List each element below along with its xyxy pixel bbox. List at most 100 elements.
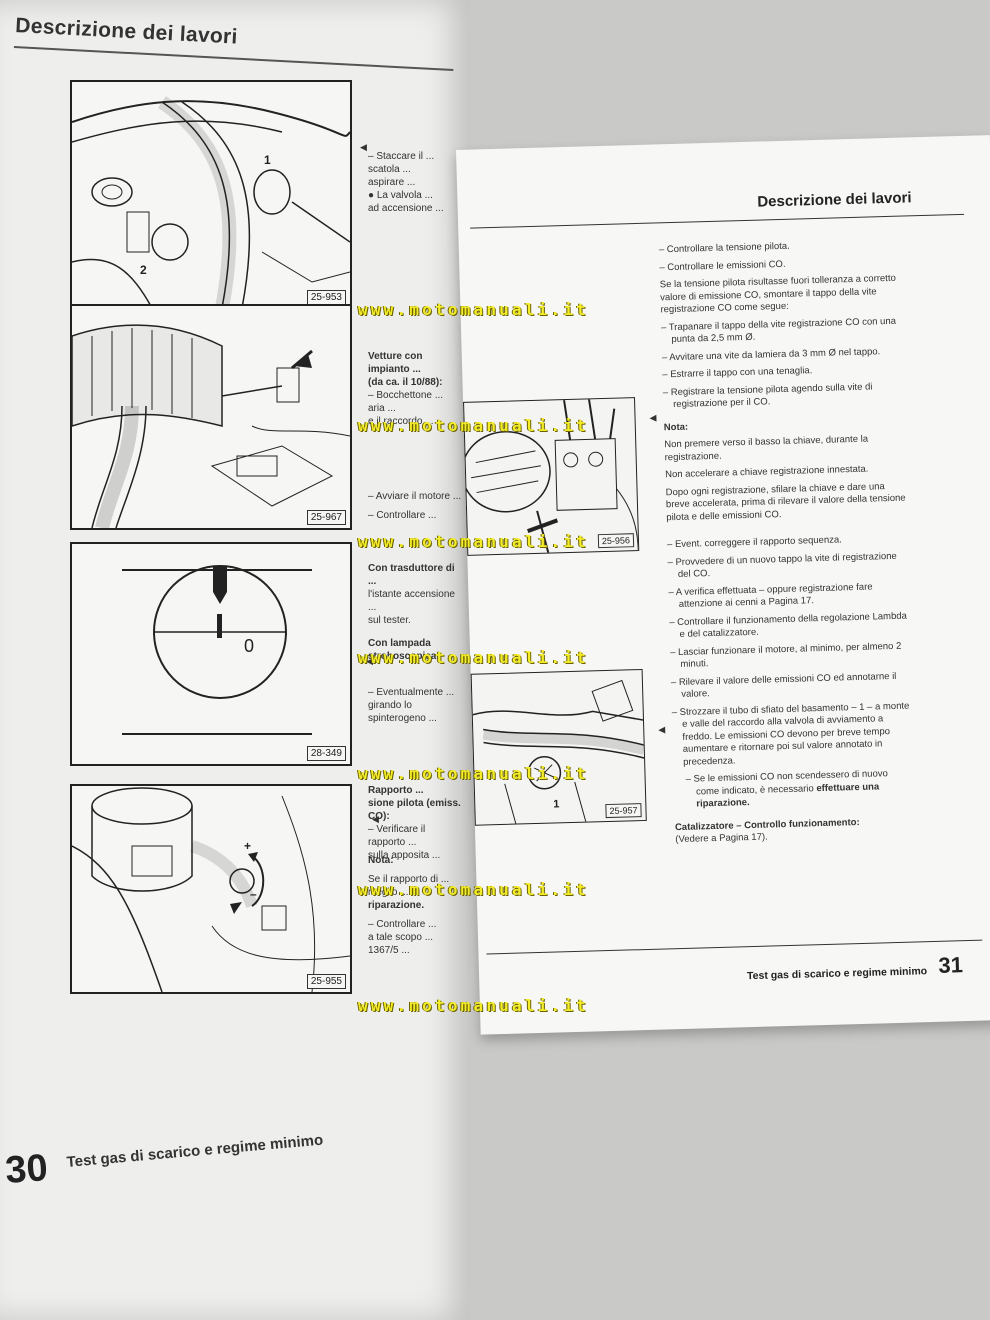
- left-text-block-2: Vetture con impianto ... (da ca. il 10/8…: [368, 350, 463, 428]
- pointer-triangle-icon: ◀: [658, 724, 666, 735]
- text-line: Nota:: [368, 855, 394, 866]
- figure-25-955: + – 25-955: [70, 784, 352, 994]
- watermark: www.motomanuali.it: [358, 648, 589, 667]
- left-text-block-3: – Avviare il motore ... – Controllare ..…: [368, 490, 463, 522]
- text-line: (da ca. il 10/88):: [368, 377, 443, 388]
- text-line: Con lampada stroboscopica:: [368, 638, 440, 662]
- step-text: – Provvedere di un nuovo tappo la vite d…: [667, 550, 897, 580]
- engine-illustration-1: 1 2: [72, 96, 350, 308]
- watermark: www.motomanuali.it: [358, 416, 589, 435]
- text-line: sul tester.: [368, 615, 411, 626]
- step-text: – Estrarre il tappo con una tenaglia.: [662, 365, 813, 381]
- text-line: riparazione.: [368, 900, 425, 911]
- figure-code: 28-349: [306, 746, 346, 761]
- left-text-block-6: Rapporto ... sione pilota (emiss. CO): –…: [368, 784, 463, 862]
- sub-step-text: – Se le emissioni CO non scendessero di …: [674, 767, 915, 811]
- text-line: Rapporto ...: [368, 785, 424, 796]
- figure-code: 25-956: [597, 533, 635, 549]
- right-page-number: 31: [938, 952, 964, 978]
- figure-code: 25-955: [306, 974, 346, 989]
- callout-2: 2: [140, 263, 147, 277]
- watermark: www.motomanuali.it: [358, 300, 589, 319]
- step-text: – Controllare le emissioni CO.: [659, 258, 786, 273]
- left-page: Descrizione dei lavori 1 2 25-9: [0, 0, 470, 1320]
- left-header-rule: [13, 46, 454, 72]
- pointer-triangle-icon: ◀: [649, 412, 657, 423]
- text-line: – Staccare il ...: [368, 151, 435, 162]
- text-line: – Bocchettone ...: [368, 390, 444, 401]
- paragraph: Se la tensione pilota risultasse fuori t…: [659, 272, 896, 316]
- engine-illustration-6: 1: [472, 679, 646, 824]
- pointer-triangle-icon: ◀: [360, 142, 367, 152]
- left-page-footer-title: Test gas di scarico e regime minimo: [66, 1131, 324, 1171]
- right-footer-rule: [486, 939, 983, 955]
- left-page-number: 30: [4, 1147, 50, 1192]
- left-page-header: Descrizione dei lavori: [14, 14, 239, 49]
- text-line: scatola ...: [368, 164, 411, 175]
- step-text: – Rilevare il valore delle emissioni CO …: [670, 670, 897, 700]
- figure-25-956: 25-956: [463, 397, 640, 556]
- text-line: – Eventualmente ...: [368, 687, 455, 698]
- note-text: Non premere verso il basso la chiave, du…: [664, 433, 869, 463]
- pointer-triangle-icon: ◀: [366, 656, 373, 666]
- text-line: 1367/5 ...: [368, 945, 410, 956]
- text-line: – Controllare ...: [368, 919, 437, 930]
- figure-25-953: 1 2 25-953: [70, 80, 352, 310]
- text-line: e il raccordo ...: [368, 416, 434, 427]
- left-text-block-7: Nota: Se il rapporto di ... meglio ... r…: [368, 854, 463, 957]
- text-line: – Avviare il motore ...: [368, 491, 462, 502]
- step-text: – Controllare il funzionamento della reg…: [669, 610, 907, 640]
- text-line: – Controllare ...: [368, 510, 437, 521]
- watermark: www.motomanuali.it: [358, 996, 589, 1015]
- note-text: Non accelerare a chiave registrazione in…: [664, 463, 869, 481]
- text-line: sulla apposita ...: [368, 850, 441, 861]
- figure-25-957: 1 25-957: [470, 668, 647, 826]
- callout-1: 1: [553, 798, 559, 810]
- right-text-column: – Controllare la tensione pilota. – Cont…: [659, 238, 916, 852]
- right-page: Descrizione dei lavori 25-956: [456, 135, 990, 1035]
- text-line: sione pilota (emiss. CO):: [368, 798, 461, 822]
- left-text-block-4: Con trasduttore di ... l'istante accensi…: [368, 562, 463, 663]
- right-header-rule: [470, 213, 965, 229]
- text-line: Se il rapporto di ...: [368, 874, 450, 885]
- figure-code: 25-957: [605, 803, 642, 819]
- text-line: girando lo spinterogeno ...: [368, 700, 437, 724]
- step-text: – A verifica effettuata – oppure registr…: [668, 581, 873, 610]
- timing-mark-diagram: 0: [122, 565, 312, 735]
- callout-1: 1: [264, 153, 271, 167]
- note-title: Nota:: [663, 421, 689, 433]
- engine-illustration-2: [72, 324, 350, 528]
- pointer-triangle-icon: ◀: [372, 814, 379, 824]
- figure-28-349: 0 28-349: [70, 542, 352, 766]
- left-text-block-5: – Eventualmente ... girando lo spinterog…: [368, 686, 463, 725]
- text-line: Vetture con impianto ...: [368, 351, 423, 375]
- step-text: – Controllare la tensione pilota.: [658, 240, 790, 256]
- text-line: ad accensione ...: [368, 203, 444, 214]
- watermark: www.motomanuali.it: [358, 532, 589, 551]
- step-text: – Avvitare una vite da lamiera da 3 mm Ø…: [661, 345, 881, 363]
- figure-code: 25-953: [306, 290, 346, 305]
- step-text: – Trapanare il tappo della vite registra…: [660, 315, 897, 346]
- gauge-zero-label: 0: [244, 636, 254, 656]
- text-line: a tale scopo ...: [368, 932, 434, 943]
- text-line: ● La valvola ...: [368, 190, 433, 201]
- callout-plus: +: [244, 839, 251, 853]
- step-text: – Strozzare il tubo di sfiato del basame…: [671, 700, 910, 768]
- figure-25-967: 25-967: [70, 304, 352, 530]
- text-line: meglio ...: [368, 887, 409, 898]
- step-text: – Lasciar funzionare il motore, al minim…: [669, 640, 902, 670]
- left-text-block-1: – Staccare il ... scatola ... aspirare .…: [368, 150, 463, 215]
- figure-code: 25-967: [306, 510, 346, 525]
- text-line: – Verificare il rapporto ...: [368, 824, 426, 848]
- engine-illustration-5: [463, 399, 639, 553]
- note-text: Dopo ogni registrazione, sfilare la chia…: [665, 480, 906, 523]
- right-page-footer-title: Test gas di scarico e regime minimo: [746, 965, 928, 983]
- text-line: aspirare ...: [368, 177, 416, 188]
- step-text: – Registrare la tensione pilota agendo s…: [662, 380, 873, 411]
- text-line: Con trasduttore di ...: [368, 563, 455, 587]
- text-line: aria ...: [368, 403, 396, 414]
- text-line: l'istante accensione ...: [368, 589, 455, 613]
- watermark: www.motomanuali.it: [358, 764, 589, 783]
- engine-illustration-4: + –: [72, 787, 350, 992]
